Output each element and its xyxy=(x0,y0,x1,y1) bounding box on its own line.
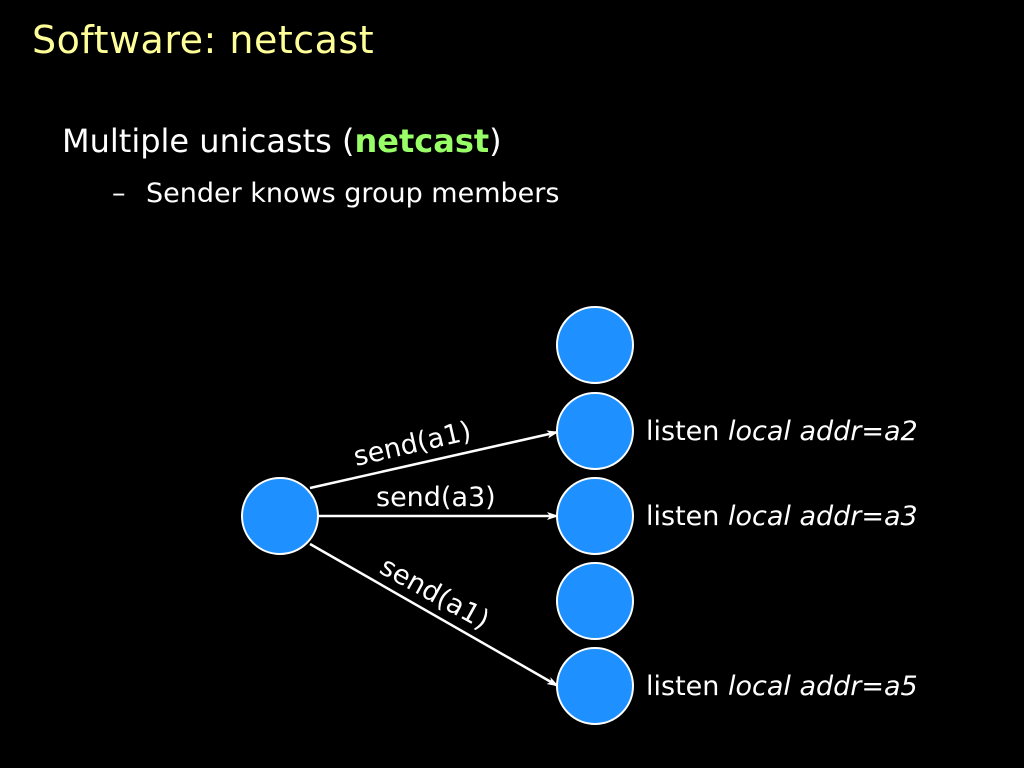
send-label-a5: send(a1) xyxy=(375,551,495,636)
receiver-node-a2 xyxy=(556,392,634,470)
receiver-node-4 xyxy=(556,562,634,640)
sub-bullet-text: Sender knows group members xyxy=(146,178,560,209)
listener-label-a5: listen local addr=a5 xyxy=(646,671,918,702)
listener-label-a3: listen local addr=a3 xyxy=(646,501,918,532)
listener-prefix: listen xyxy=(646,501,728,532)
bullet-highlight: netcast xyxy=(354,122,490,160)
sub-bullet: –Sender knows group members xyxy=(112,178,559,209)
sender-node xyxy=(241,477,319,555)
arrow-to-a5 xyxy=(309,542,559,688)
listener-addr: local addr=a2 xyxy=(728,416,918,447)
send-label-a3: send(a3) xyxy=(376,482,496,513)
receiver-node-1 xyxy=(556,306,634,384)
bullet-suffix: ) xyxy=(489,122,502,160)
listener-addr: local addr=a3 xyxy=(728,501,918,532)
listener-label-a2: listen local addr=a2 xyxy=(646,416,918,447)
arrow-to-a2 xyxy=(309,430,559,490)
listener-addr: local addr=a5 xyxy=(728,671,918,702)
receiver-node-a3 xyxy=(556,477,634,555)
bullet-prefix: Multiple unicasts ( xyxy=(62,122,355,160)
sub-bullet-dash: – xyxy=(112,178,126,209)
listener-prefix: listen xyxy=(646,671,728,702)
slide-title: Software: netcast xyxy=(32,18,375,62)
listener-prefix: listen xyxy=(646,416,728,447)
receiver-node-a5 xyxy=(556,647,634,725)
bullet-multiple-unicasts: Multiple unicasts (netcast) xyxy=(62,122,502,160)
